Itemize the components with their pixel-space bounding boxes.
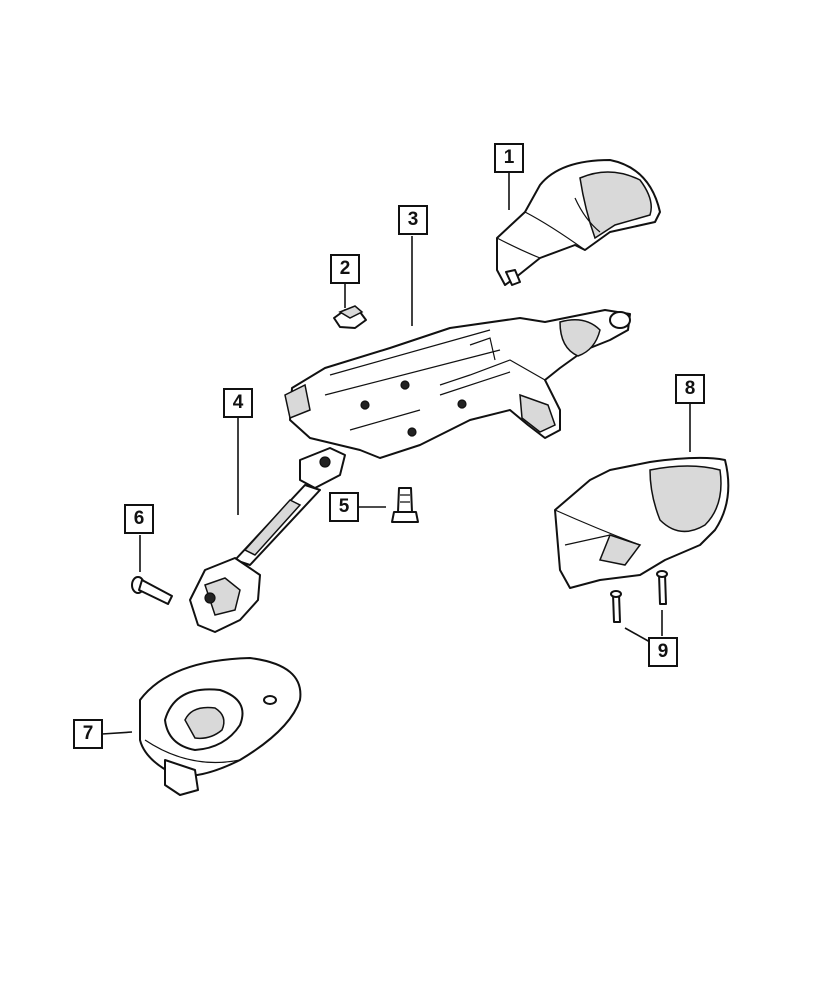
callout-3: 3 [398,205,428,235]
callout-6: 6 [124,504,154,534]
bolt-illustration [391,487,419,523]
callout-8: 8 [675,374,705,404]
callout-5: 5 [329,492,359,522]
pinch-bolt-illustration [131,576,173,605]
nut-illustration [333,305,367,329]
callout-9: 9 [648,637,678,667]
intermediate-shaft-illustration [189,447,346,633]
boot-seal-illustration [139,657,302,796]
upper-shroud-illustration [496,159,661,286]
callout-7: 7 [73,719,103,749]
steering-column-illustration [284,309,631,459]
screws-illustration [610,570,668,623]
callout-4: 4 [223,388,253,418]
callout-2: 2 [330,254,360,284]
leader-lines [101,173,691,735]
lower-shroud-illustration [554,456,730,589]
callout-1: 1 [494,143,524,173]
